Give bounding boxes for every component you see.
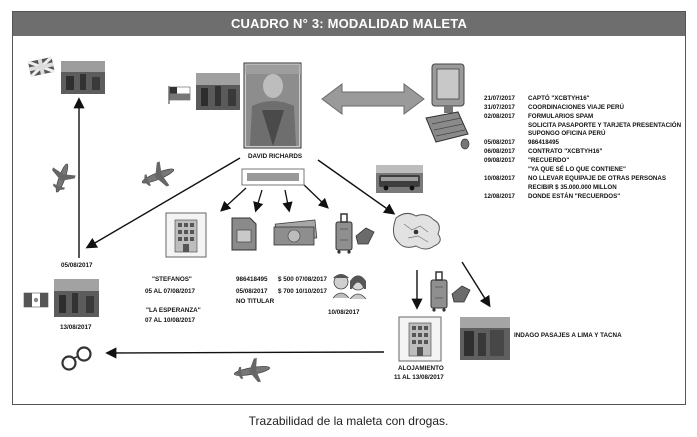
airport-photo-chile xyxy=(196,73,240,110)
suitcase-icon xyxy=(335,213,353,254)
timeline-date: 31/07/2017 xyxy=(484,104,515,111)
timeline-text: NO LLEVAR EQUIPAJE DE OTRAS PERSONAS xyxy=(528,175,666,182)
lodging-icon xyxy=(398,316,442,362)
timeline-text: "RECUERDO" xyxy=(528,157,570,164)
uk-flag-icon xyxy=(27,55,56,78)
drug-package-icon-lodging xyxy=(451,285,471,303)
bus-terminal-photo xyxy=(460,317,510,360)
timeline-text: CAPTÓ "XCBTYH16" xyxy=(528,95,590,102)
hotel-stefanos-dates: 05 AL 07/08/2017 xyxy=(145,288,196,295)
timeline-text: DONDE ESTÁN "RECUERDOS" xyxy=(528,193,621,200)
person-name: DAVID RICHARDS xyxy=(248,153,303,160)
timeline-text: "YA QUE SÉ LO QUE CONTIENE" xyxy=(528,166,626,173)
connector-bar xyxy=(241,168,305,186)
person-photo xyxy=(243,62,302,149)
diagram-frame: CUADRO N° 3: MODALIDAD MALETA xyxy=(12,11,686,405)
arrow-to-map xyxy=(317,159,396,215)
arrow-to-hotels xyxy=(220,187,247,212)
airport-photo-origin xyxy=(61,61,105,94)
handcuffs-icon xyxy=(61,346,92,371)
timeline-text: FORMULARIOS SPAM xyxy=(528,113,594,120)
arrow-to-phone xyxy=(253,189,264,213)
diagram-title: CUADRO N° 3: MODALIDAD MALETA xyxy=(13,12,685,36)
peru-flag-icon xyxy=(23,292,49,308)
suitcase-icon-lodging xyxy=(430,271,448,312)
phone-number: 986418495 xyxy=(236,276,268,283)
hotel-icon xyxy=(165,212,207,258)
timeline-date: 05/08/2017 xyxy=(484,139,515,146)
arrival-date: 05/08/2017 xyxy=(61,262,93,269)
timeline-text: SOLICITA PASAPORTE Y TARJETA PRESENTACIÓ… xyxy=(528,122,682,129)
timeline-text: SUPONGO OFICINA PERÚ xyxy=(528,130,606,137)
bus-terminal-label: INDAGO PASAJES A LIMA Y TACNA xyxy=(514,332,622,339)
phone-date: 05/08/2017 xyxy=(236,288,268,295)
timeline-text: COORDINACIONES VIAJE PERÚ xyxy=(528,104,624,111)
timeline-text: 986418495 xyxy=(528,139,559,146)
money-icon xyxy=(273,219,318,246)
payment-first: $ 500 07/08/2017 xyxy=(278,276,328,283)
lodging-label: ALOJAMIENTO xyxy=(398,365,444,372)
phone-holder: NO TITULAR xyxy=(236,298,275,305)
payment-second: $ 700 10/10/2017 xyxy=(278,288,328,295)
arrow-to-suitcase xyxy=(300,181,329,209)
bus-photo xyxy=(376,165,423,193)
computer-icon xyxy=(425,63,470,150)
hotel-esperanza-dates: 07 AL 10/08/2017 xyxy=(145,317,196,324)
timeline-date: 10/08/2017 xyxy=(484,175,515,182)
double-arrow-icon xyxy=(321,83,425,115)
airplane-icon-bottom xyxy=(233,357,271,383)
arrow-to-arrival xyxy=(85,157,241,249)
departure-date: 13/08/2017 xyxy=(60,324,92,331)
timeline-text: CONTRATO "XCBTYH16" xyxy=(528,148,603,155)
hotel-stefanos-name: "STEFANOS" xyxy=(152,276,192,283)
map-icon xyxy=(392,212,441,250)
timeline-date: 21/07/2017 xyxy=(484,95,515,102)
airplane-icon-left xyxy=(52,163,76,193)
airport-photo-arrival xyxy=(54,279,99,317)
timeline-date: 12/08/2017 xyxy=(484,193,515,200)
lodging-dates: 11 AL 13/08/2017 xyxy=(394,374,444,381)
figure-caption: Trazabilidad de la maleta con drogas. xyxy=(248,414,449,428)
chile-flag-icon xyxy=(168,86,191,104)
timeline-text: RECIBIR $ 35.000.000 MILLON xyxy=(528,184,617,191)
people-icon xyxy=(332,274,367,300)
drug-package-icon xyxy=(355,227,375,245)
timeline-date: 09/08/2017 xyxy=(484,157,515,164)
airplane-icon-middle xyxy=(141,161,175,187)
arrow-to-handcuffs xyxy=(105,347,385,359)
sim-card-icon xyxy=(231,217,257,251)
meeting-date: 10/08/2017 xyxy=(328,309,360,316)
timeline-date: 02/08/2017 xyxy=(484,113,515,120)
arrow-to-bus-station xyxy=(461,261,491,308)
hotel-esperanza-name: "LA ESPERANZA" xyxy=(146,307,201,314)
timeline-date: 06/08/2017 xyxy=(484,148,515,155)
arrow-to-money xyxy=(282,189,293,213)
